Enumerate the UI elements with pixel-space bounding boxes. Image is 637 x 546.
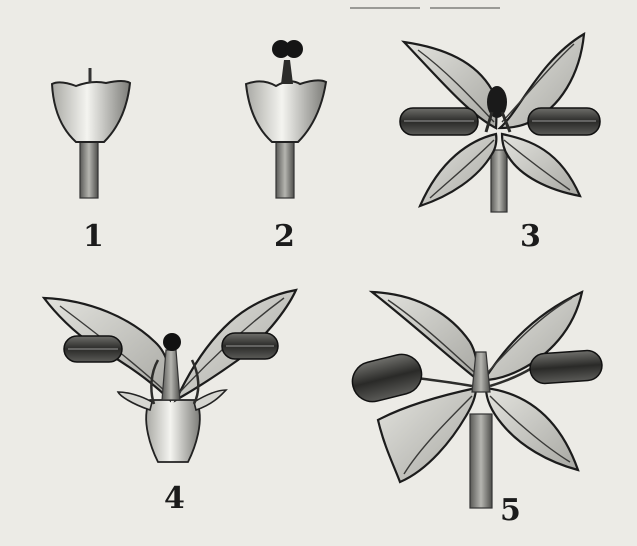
figure-label-3: 3 [520, 222, 541, 252]
fig5-stem [470, 414, 492, 508]
fig4-stigma [163, 333, 181, 351]
fig2-cup [246, 80, 326, 142]
fig1-cup [52, 81, 130, 142]
fig5-petal-bottom-left [378, 388, 476, 482]
figure-2-bud [246, 40, 326, 198]
figure-label-2: 2 [274, 222, 295, 252]
fig1-stem [80, 140, 98, 198]
figure-4-flower [44, 290, 296, 462]
figure-1-bud [52, 68, 130, 198]
figure-5-flower [348, 292, 603, 508]
fig4-sepal-left [118, 392, 152, 410]
figure-label-4: 4 [164, 484, 185, 514]
fig2-style [281, 60, 293, 84]
figure-label-1: 1 [83, 222, 104, 252]
fig4-calyx [146, 400, 200, 462]
fig3-petal-bottom-right [502, 134, 580, 196]
fig5-anther-left [348, 350, 426, 406]
fig3-stem [491, 150, 507, 212]
figure-label-5: 5 [500, 496, 521, 526]
figure-3-flower [400, 34, 600, 212]
fig5-anther-right [529, 350, 603, 385]
fig3-petal-bottom-left [420, 134, 496, 206]
fig2-stem [276, 140, 294, 198]
fig2-stigma-right [285, 40, 303, 58]
